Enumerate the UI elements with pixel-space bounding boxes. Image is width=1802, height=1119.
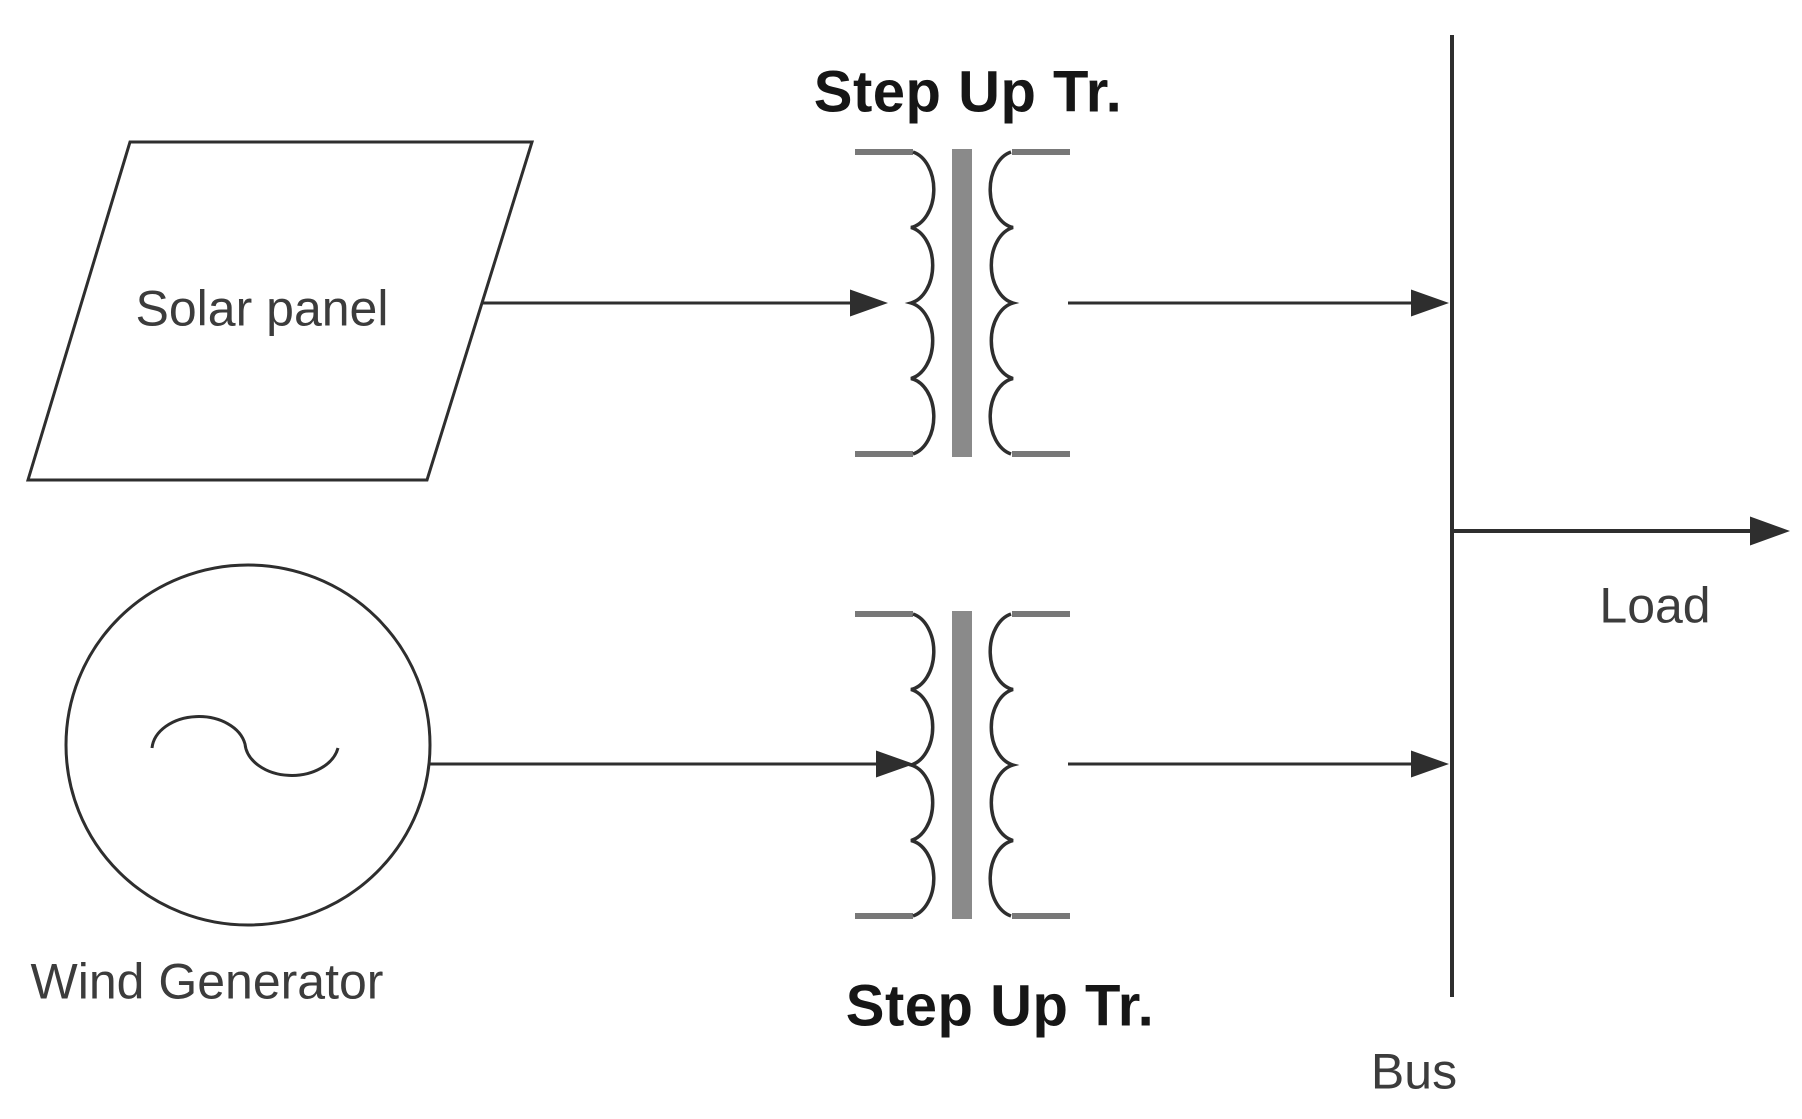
arrow-transformer-top-to-bus [1068,289,1449,317]
solar-panel-shape [25,140,535,482]
arrowhead-icon [1411,750,1449,778]
arrowhead-icon [1750,516,1790,546]
arrowhead-icon [850,289,888,317]
solar-panel-label: Solar panel [135,280,389,337]
transformer-top-label: Step Up Tr. [813,59,1123,125]
transformer-bottom-label: Step Up Tr. [845,973,1155,1039]
bus-label: Bus [1370,1043,1458,1100]
load-label: Load [1599,577,1711,634]
arrow-solar-to-transformer [483,289,888,317]
ac-sine-wave-icon [150,715,340,777]
wind-generator-label: Wind Generator [30,953,384,1010]
arrow-bus-to-load [1452,516,1790,546]
arrowhead-icon [876,750,914,778]
arrow-transformer-bottom-to-bus [1068,750,1449,778]
arrow-wind-to-transformer [429,750,914,778]
arrowhead-icon [1411,289,1449,317]
wind-generator-circle [64,563,432,927]
